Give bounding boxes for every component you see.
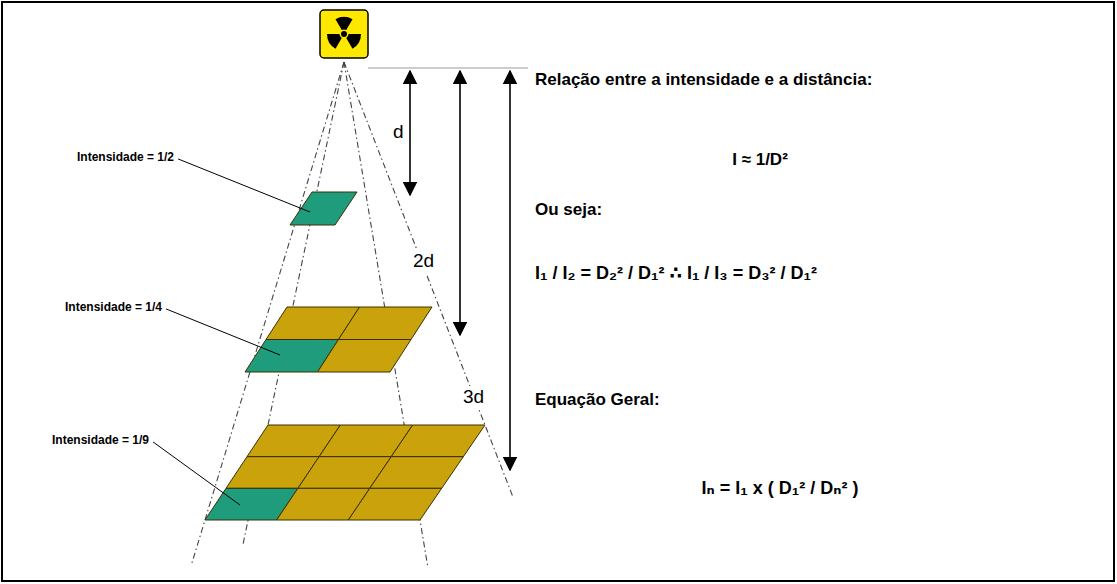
intensity-callout: Intensidade = 1/4	[65, 300, 162, 314]
trefoil-blade	[336, 17, 353, 30]
area-tiles	[205, 192, 485, 520]
area-tile	[339, 307, 433, 340]
trefoil-blade	[346, 34, 361, 49]
area-tile	[370, 457, 464, 489]
trefoil-center	[341, 31, 347, 37]
distance-arrow	[409, 71, 411, 195]
intensity-callout: Intensidade = 1/9	[52, 433, 149, 447]
formula: I ≈ 1/D²	[732, 150, 788, 170]
distance-arrow	[509, 71, 511, 470]
leader-line	[178, 159, 310, 212]
area-tile	[318, 340, 412, 373]
radiation-badge	[320, 10, 368, 58]
intensity-callout: Intensidade = 1/2	[77, 150, 174, 164]
radiation-symbol	[320, 10, 368, 58]
section-heading: Relação entre a intensidade e a distânci…	[535, 70, 872, 90]
beam-lines	[191, 62, 513, 566]
distance-arrow	[459, 71, 461, 335]
area-tile	[391, 425, 485, 457]
area-tile	[348, 488, 441, 520]
section-heading: Equação Geral:	[535, 390, 660, 410]
formula: I₁ / I₂ = D₂² / D₁² ∴ I₁ / I₃ = D₃² / D₁…	[535, 263, 817, 285]
reference-line	[368, 67, 528, 68]
distance-label: 3d	[461, 386, 486, 409]
distance-label: d	[391, 121, 406, 144]
leader-lines	[153, 159, 310, 505]
trefoil-blade	[327, 34, 342, 49]
distance-label: 2d	[411, 250, 436, 273]
section-heading: Ou seja:	[535, 200, 602, 220]
formula: Iₙ = I₁ x ( D₁² / Dₙ² )	[702, 478, 859, 500]
leader-line	[166, 309, 280, 355]
leader-line	[153, 442, 240, 505]
